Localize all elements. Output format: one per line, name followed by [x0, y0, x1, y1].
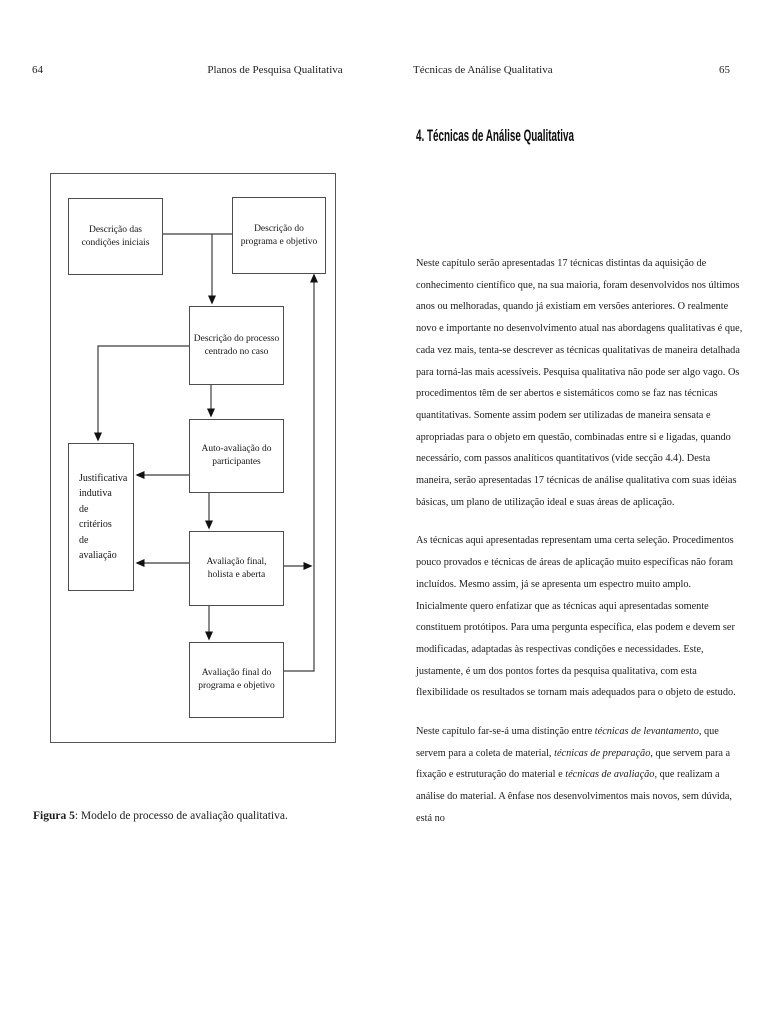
page-number-right: 65	[719, 64, 730, 76]
running-title-right: Técnicas de Análise Qualitativa	[413, 64, 553, 76]
flowchart-box-initial-conditions: Descrição das condições iniciais	[68, 198, 163, 275]
body-paragraphs: Neste capítulo serão apresentadas 17 téc…	[416, 253, 768, 847]
flowchart-box-final-evaluation: Avaliação final, holista e aberta	[189, 531, 284, 606]
figure-caption-label: Figura 5	[33, 810, 75, 822]
paragraph-2: As técnicas aqui apresentadas representa…	[416, 535, 736, 699]
page-number-left: 64	[32, 64, 43, 76]
flowchart-box-final-program-evaluation: Avaliação final do programa e objetivo	[189, 642, 284, 718]
flowchart-box-self-evaluation: Auto-avaliação do participantes	[189, 419, 284, 493]
chapter-heading: 4. Técnicas de Análise Qualitativa	[416, 126, 575, 145]
figure-caption-text: : Modelo de processo de avaliação qualit…	[74, 810, 288, 822]
figure-caption: Figura 5: Modelo de processo de avaliaçã…	[33, 810, 288, 822]
paragraph-1: Neste capítulo serão apresentadas 17 téc…	[416, 258, 743, 508]
flowchart-box-program-objective: Descrição do programa e objetivo	[232, 197, 326, 274]
paragraph-3: Neste capítulo far-se-á uma distinção en…	[416, 726, 732, 824]
flowchart-box-case-process: Descrição do processo centrado no caso	[189, 306, 284, 385]
flowchart-connectors	[94, 233, 318, 672]
running-title-left: Planos de Pesquisa Qualitativa	[207, 64, 343, 76]
flowchart-box-inductive-justification: Justificativa indutiva de critérios de a…	[68, 443, 134, 591]
figure5-diagram: Descrição das condições iniciais Descriç…	[50, 173, 336, 743]
